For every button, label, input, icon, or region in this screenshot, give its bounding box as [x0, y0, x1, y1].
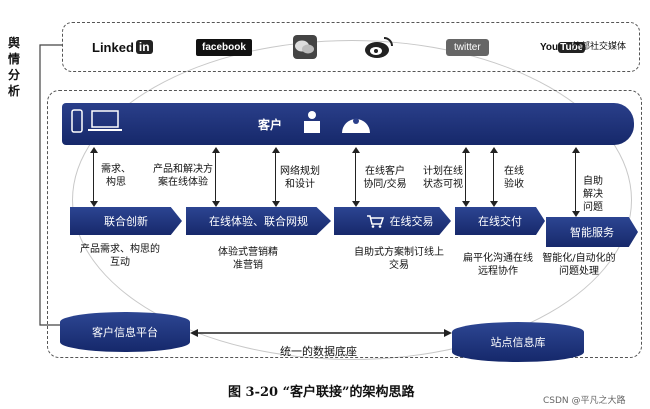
connector-label-6: 在线验收	[504, 166, 524, 190]
cart-icon	[366, 215, 384, 228]
step-smart-service: 智能服务	[546, 217, 638, 247]
figure-caption: 图 3-20 “客户联接”的架构思路	[228, 385, 415, 400]
sentiment-analysis-label: 舆情分析	[7, 36, 20, 98]
phone-icon	[71, 109, 83, 133]
social-media-region	[62, 22, 640, 72]
twitter-logo: twitter	[446, 36, 489, 58]
connector-5	[462, 147, 470, 207]
db-site-info: 站点信息库	[452, 322, 584, 362]
connector-label-2: 产品和解决方案在线体验	[153, 164, 213, 188]
sentiment-bracket	[39, 44, 72, 329]
step-desc-4: 扁平化沟通在线远程协作	[463, 253, 533, 277]
connector-7	[572, 147, 580, 217]
connector-label-7: 自助解决问题	[583, 176, 603, 213]
connector-label-3: 网络规划和设计	[280, 166, 320, 190]
person-icon	[308, 111, 316, 119]
weibo-icon	[365, 37, 393, 58]
step-desc-3: 自助式方案制订线上交易	[354, 247, 444, 271]
step-joint-innovation: 联合创新	[70, 207, 182, 235]
customer-icons	[304, 111, 370, 133]
watermark: CSDN @平凡之大路	[543, 396, 626, 406]
step-online-experience: 在线体验、联合网规	[186, 207, 331, 235]
step-desc-2: 体验式营销精准营销	[218, 247, 278, 271]
step-desc-1: 产品需求、构思的互动	[80, 244, 160, 268]
step-online-trade-label: 在线交易	[389, 215, 434, 228]
customer-label: 客户	[258, 118, 283, 132]
team-icon	[342, 119, 370, 133]
cloud-outline	[72, 40, 632, 360]
laptop-icon	[91, 110, 119, 128]
step-online-trade: 在线交易	[334, 207, 451, 235]
facebook-logo: facebook	[196, 36, 252, 58]
wechat-icon	[293, 35, 317, 59]
connector-label-5: 计划在线状态可视	[423, 166, 463, 190]
unified-data-base-label: 统一的数据底座	[280, 345, 357, 358]
device-icons	[71, 109, 122, 133]
connector-4	[352, 147, 360, 207]
db-link-arrow	[190, 329, 452, 337]
connector-label-1: 需求、构思	[101, 164, 131, 188]
connector-3	[272, 147, 280, 207]
external-social-label: 外部社交媒体	[572, 42, 627, 52]
step-desc-5: 智能化/自动化的问题处理	[542, 253, 616, 277]
connector-2	[212, 147, 220, 207]
step-online-delivery: 在线交付	[455, 207, 545, 235]
db-customer-info-platform: 客户信息平台	[60, 312, 190, 352]
connector-6	[490, 147, 498, 207]
main-region	[47, 90, 642, 358]
connector-1	[90, 147, 98, 207]
connector-label-4: 在线客户协同/交易	[363, 166, 407, 190]
